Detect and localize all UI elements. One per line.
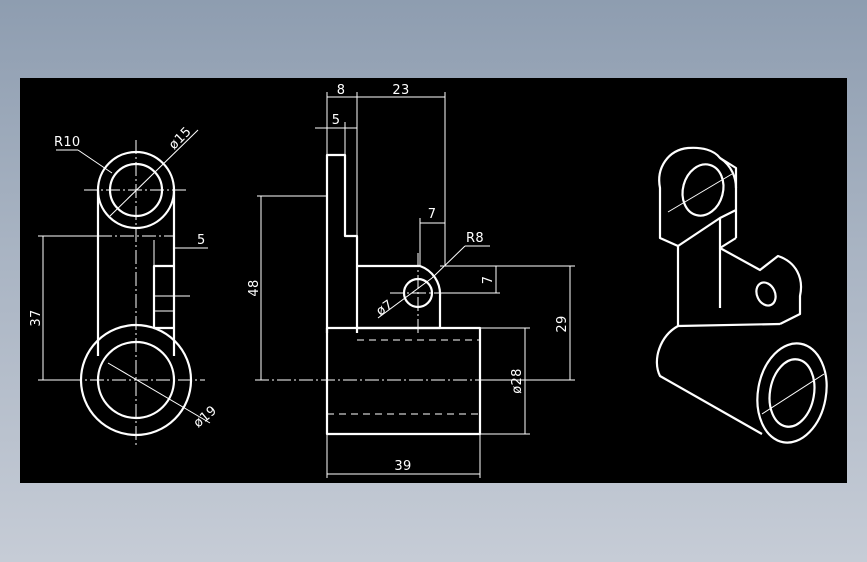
dim-side-5: 5 xyxy=(332,113,341,128)
r10-leader xyxy=(77,149,113,174)
dim-side-23: 23 xyxy=(392,83,409,98)
dim-top-5: 5 xyxy=(197,233,206,248)
top-view: R10 ø15 ø19 5 37 xyxy=(29,124,220,446)
dim-side-7-right: 7 xyxy=(481,276,496,285)
dim-side-r8: R8 xyxy=(466,231,484,246)
cylinder-outline xyxy=(325,326,482,436)
technical-drawing: R10 ø15 ø19 5 37 xyxy=(29,83,828,478)
iso-lug-hole xyxy=(755,281,777,307)
front-view: 8 23 5 48 7 R8 7 ø7 29 ø28 39 xyxy=(247,83,575,478)
iso-bore-centerline xyxy=(761,373,825,415)
dim-r10: R10 xyxy=(54,135,80,150)
dim-side-39: 39 xyxy=(394,459,411,474)
dim-side-d28: ø28 xyxy=(510,368,525,393)
iso-upper-plate-edge xyxy=(719,157,738,189)
iso-upper-centerline xyxy=(667,173,733,213)
iso-upper-hole xyxy=(681,163,725,217)
d19-leader xyxy=(107,362,211,424)
tab-outline xyxy=(152,264,174,330)
dim-side-8: 8 xyxy=(337,83,346,98)
isometric-view xyxy=(655,146,828,444)
lug-outline xyxy=(357,264,442,330)
dim-side-d7: ø7 xyxy=(374,297,396,319)
r8-leader xyxy=(431,245,466,279)
iso-upper-plate xyxy=(658,146,738,248)
iso-lug-outline xyxy=(719,247,803,325)
dim-side-48: 48 xyxy=(247,279,262,296)
iso-cylinder-bore xyxy=(768,358,816,428)
iso-cylinder-bottom-left xyxy=(655,325,763,435)
dim-side-7-top: 7 xyxy=(428,207,437,222)
d15-leader xyxy=(109,129,199,217)
drawing-viewport[interactable]: R10 ø15 ø19 5 37 xyxy=(20,78,847,483)
d7-leader xyxy=(377,277,433,319)
dim-37: 37 xyxy=(29,309,44,326)
iso-cylinder-top-edge xyxy=(677,322,781,328)
plate-outline xyxy=(325,153,359,333)
iso-stem-step xyxy=(718,218,737,250)
dim-d19: ø19 xyxy=(191,403,220,431)
iso-cylinder-end xyxy=(756,342,828,444)
dim-side-29: 29 xyxy=(555,315,570,332)
dim-d15: ø15 xyxy=(166,124,195,153)
